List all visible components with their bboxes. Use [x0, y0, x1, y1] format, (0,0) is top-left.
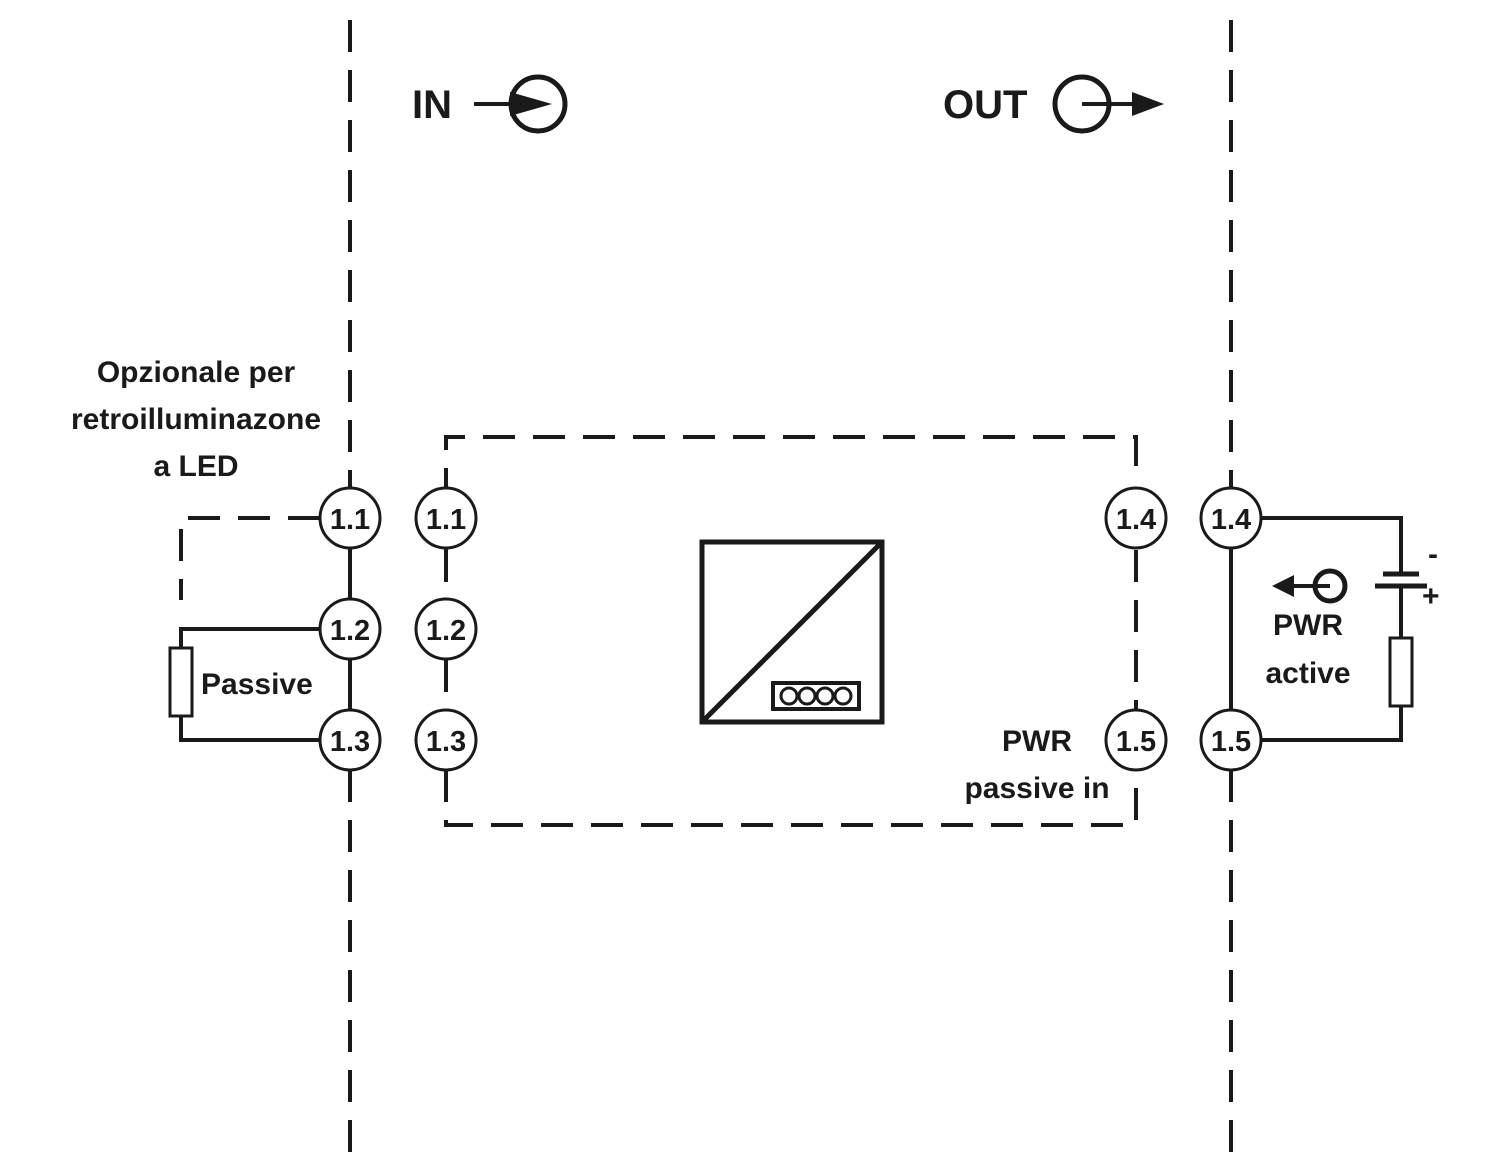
in-label: IN — [412, 83, 452, 127]
passive-label: Passive — [201, 668, 313, 701]
terminal-label: 1.2 — [426, 615, 466, 647]
terminal-1-3-inner: 1.3 — [414, 708, 478, 772]
terminal-label: 1.4 — [1116, 504, 1156, 536]
wire-to-1-3 — [179, 716, 320, 742]
pwr-active-line-1: PWR — [1273, 609, 1343, 642]
signal-converter-icon — [699, 539, 885, 725]
terminal-1-5-outer: 1.5 — [1199, 708, 1263, 772]
optional-led-loop — [179, 516, 320, 600]
terminal-1-3-outer: 1.3 — [318, 708, 382, 772]
pwr-active-line-2: active — [1265, 657, 1350, 690]
module-outline-bottom — [444, 770, 1138, 827]
terminal-1-4-outer: 1.4 — [1199, 486, 1263, 550]
note-line-2: retroilluminazone — [71, 403, 321, 436]
module-outline — [444, 435, 1138, 550]
in-header: IN — [412, 74, 568, 134]
terminal-label: 1.5 — [1116, 726, 1156, 758]
terminal-1-1-inner: 1.1 — [414, 486, 478, 550]
out-header: OUT — [943, 74, 1164, 134]
terminal-label: 1.4 — [1211, 504, 1251, 536]
terminal-label: 1.1 — [426, 504, 466, 536]
note-line-1: Opzionale per — [97, 356, 296, 389]
wire-to-1-2 — [179, 627, 320, 648]
wire-to-1-5 — [1262, 706, 1403, 742]
resistor-icon — [1388, 636, 1414, 708]
pwr-passive-line-1: PWR — [1002, 725, 1072, 758]
wire-from-1-4 — [1262, 516, 1403, 574]
left-external-circuit: Passive — [168, 516, 320, 742]
arrow-out-of-circle-icon — [1272, 568, 1348, 604]
terminal-label: 1.1 — [330, 504, 370, 536]
note-line-3: a LED — [153, 450, 238, 483]
terminal-label: 1.2 — [330, 615, 370, 647]
terminal-label: 1.5 — [1211, 726, 1251, 758]
terminal-label: 1.3 — [426, 726, 466, 758]
pwr-passive-line-2: passive in — [964, 772, 1109, 805]
terminal-1-1-outer: 1.1 — [318, 486, 382, 550]
battery-plus-label: + — [1422, 580, 1440, 613]
terminal-1-4-inner: 1.4 — [1104, 486, 1168, 550]
out-label: OUT — [943, 83, 1027, 127]
arrow-out-of-circle-icon — [1052, 74, 1164, 134]
terminal-1-2-inner: 1.2 — [414, 597, 478, 661]
arrow-into-circle-icon — [474, 74, 568, 134]
terminal-label: 1.3 — [330, 726, 370, 758]
terminal-1-5-inner: 1.5 — [1104, 708, 1168, 772]
terminal-1-2-outer: 1.2 — [318, 597, 382, 661]
resistor-icon — [168, 646, 194, 718]
battery-minus-label: - — [1428, 538, 1438, 571]
right-external-circuit: - + PWR active — [1262, 516, 1440, 742]
optional-led-note: Opzionale per retroilluminazone a LED — [71, 356, 321, 483]
